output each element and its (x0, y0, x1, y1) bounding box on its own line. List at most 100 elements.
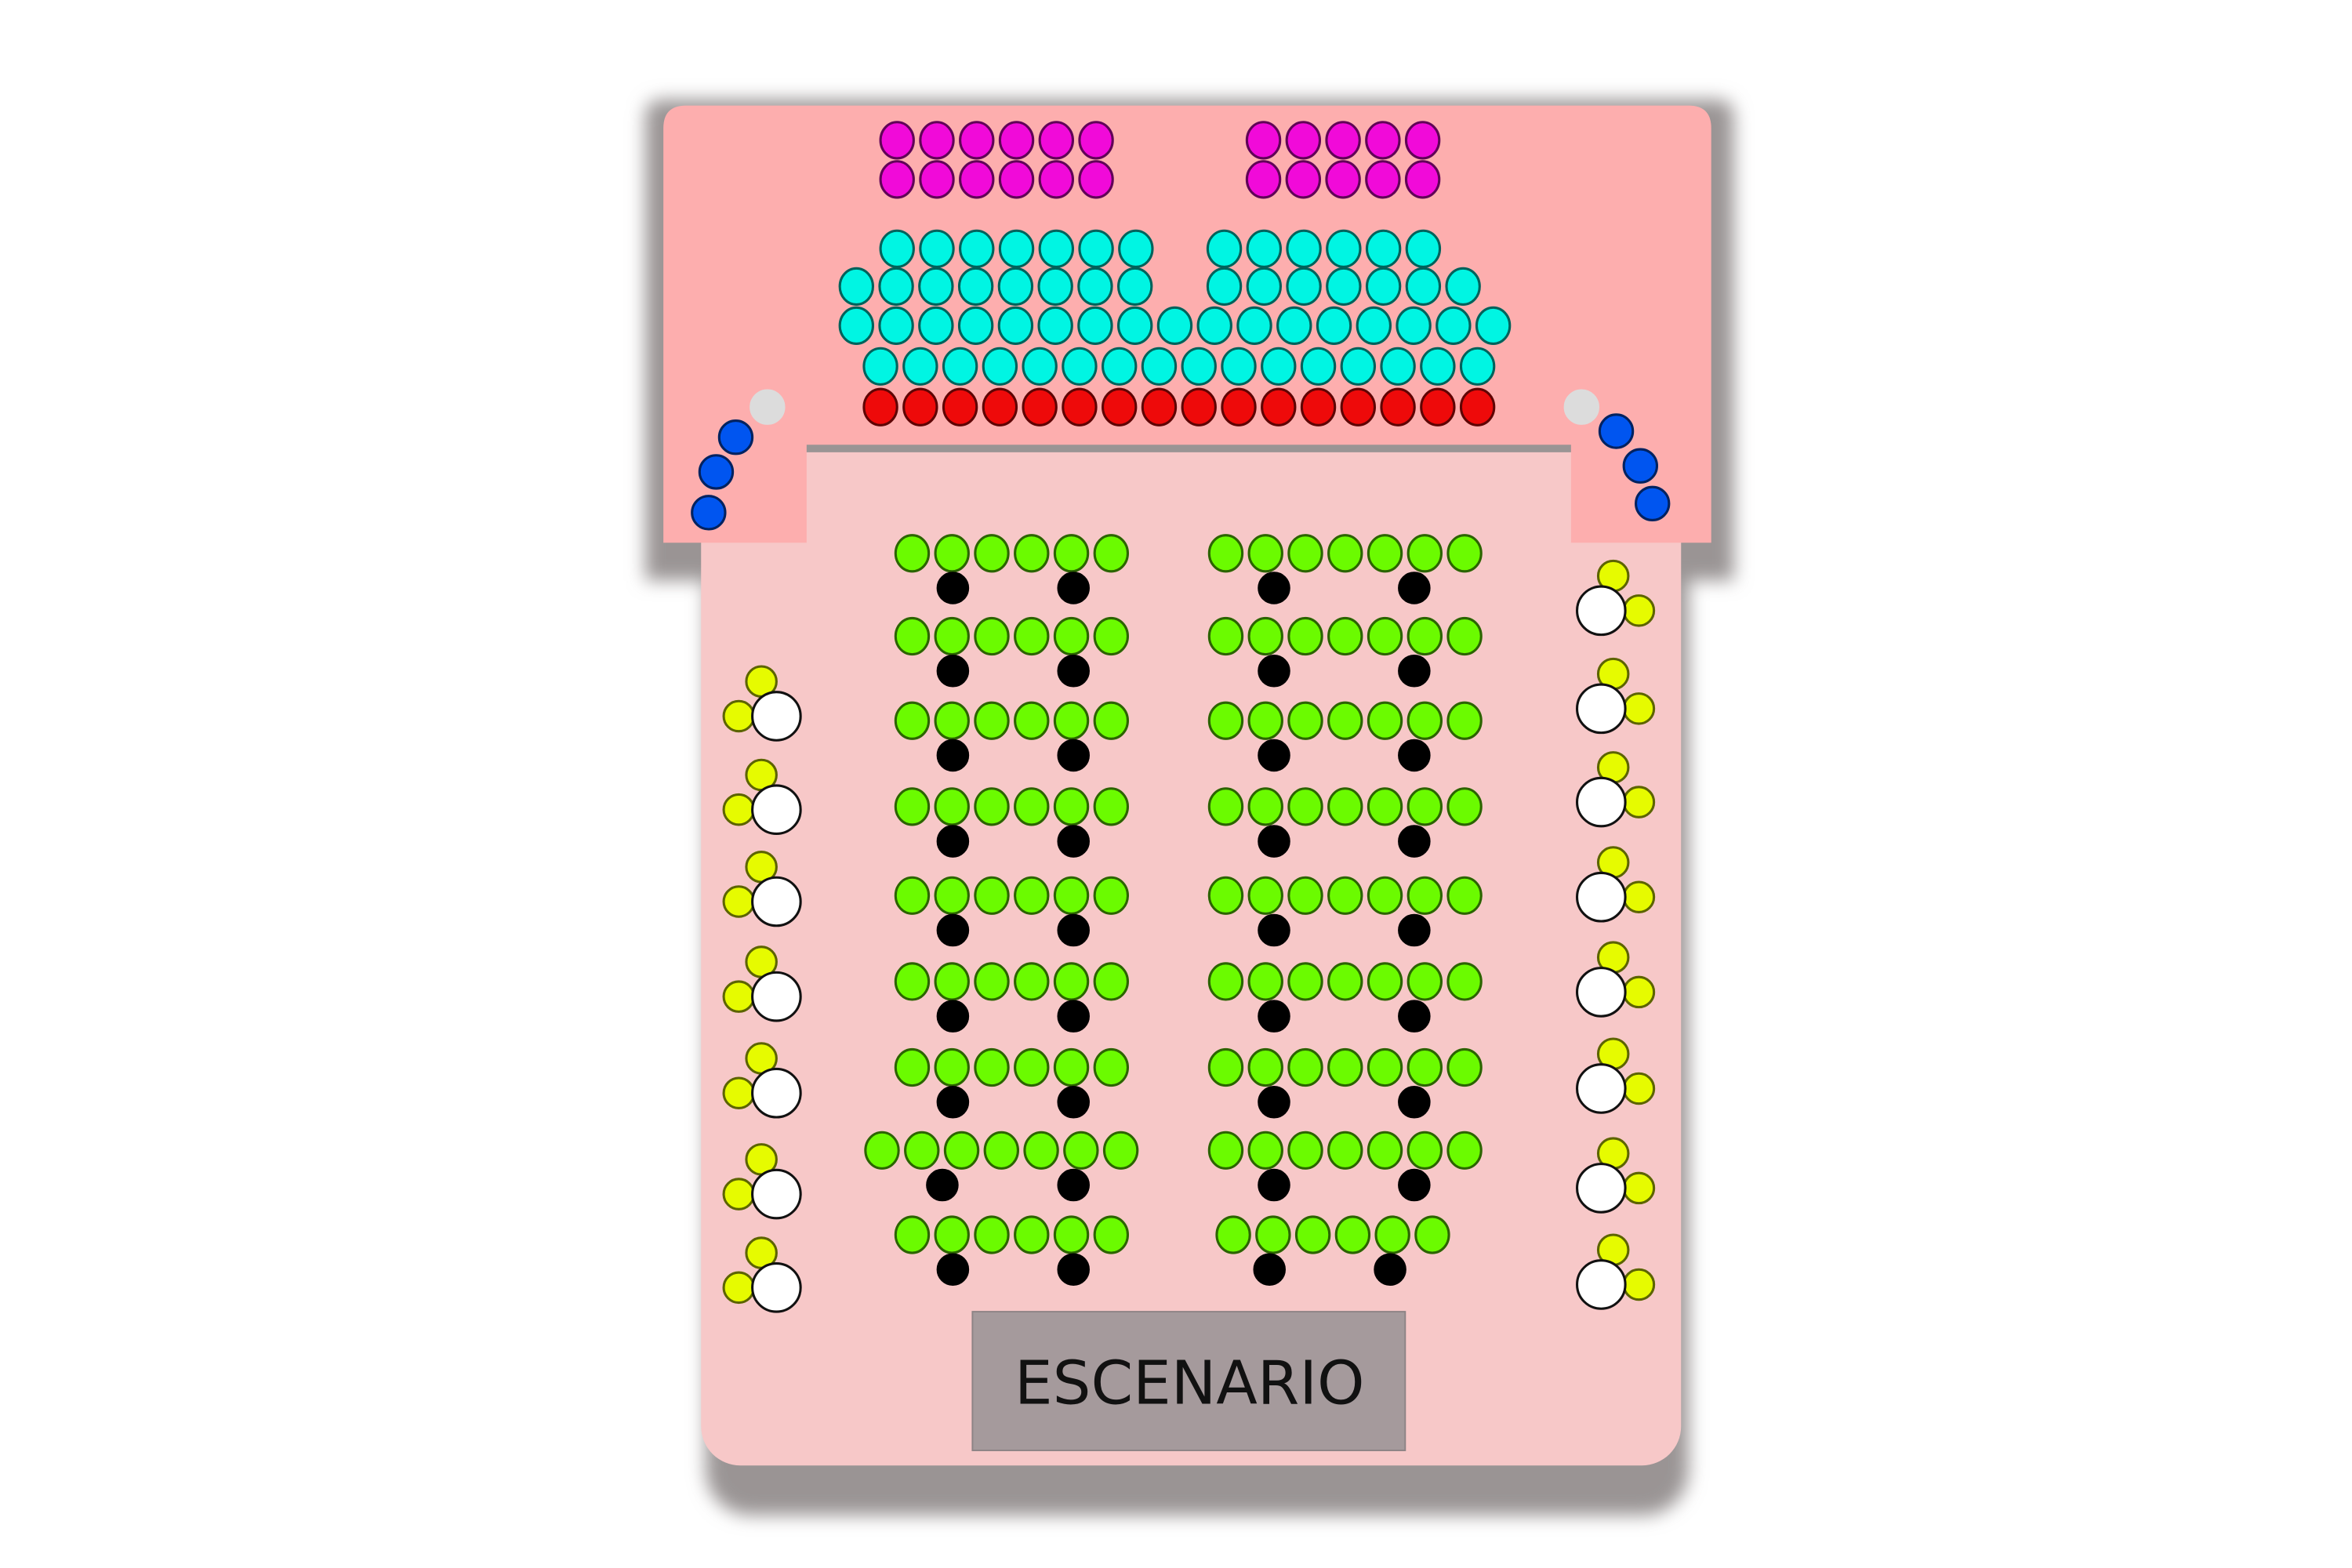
side-table[interactable] (1576, 1063, 1627, 1114)
side-table[interactable] (1576, 1163, 1627, 1214)
vip-seat[interactable] (1038, 121, 1074, 160)
stalls-seat[interactable] (1207, 1131, 1244, 1170)
balcony-seat[interactable] (1436, 306, 1472, 346)
stalls-seat[interactable] (974, 701, 1010, 740)
stalls-seat[interactable] (1255, 1215, 1291, 1254)
stalls-seat[interactable] (1367, 616, 1403, 656)
stalls-seat[interactable] (974, 787, 1010, 826)
balcony-seat[interactable] (878, 267, 914, 307)
extra-seat[interactable] (936, 739, 970, 772)
balcony-seat[interactable] (1116, 267, 1153, 307)
extra-seat[interactable] (936, 1086, 970, 1119)
stalls-seat[interactable] (1327, 616, 1363, 656)
extra-seat[interactable] (1057, 739, 1090, 772)
stalls-seat[interactable] (1367, 962, 1403, 1001)
stalls-seat[interactable] (1327, 701, 1363, 740)
box-seat[interactable] (1622, 448, 1658, 484)
balcony-seat[interactable] (1246, 229, 1283, 268)
extra-seat[interactable] (1398, 572, 1431, 604)
stalls-seat[interactable] (1063, 1131, 1099, 1170)
stalls-seat[interactable] (983, 1131, 1020, 1170)
extra-seat[interactable] (1258, 825, 1290, 858)
stalls-seat[interactable] (904, 1131, 940, 1170)
stalls-seat[interactable] (1215, 1215, 1251, 1254)
vip-seat[interactable] (879, 121, 915, 160)
stalls-seat[interactable] (894, 962, 931, 1001)
side-seat[interactable] (1622, 975, 1656, 1009)
stalls-seat[interactable] (1093, 787, 1129, 826)
balcony-seat[interactable] (1077, 267, 1113, 307)
vip-seat[interactable] (998, 121, 1035, 160)
stalls-seat[interactable] (1327, 876, 1363, 915)
unavailable-seat[interactable] (1563, 389, 1599, 425)
side-seat[interactable] (1622, 786, 1656, 818)
stalls-seat[interactable] (1327, 534, 1363, 573)
stalls-seat[interactable] (1327, 962, 1363, 1001)
stalls-seat[interactable] (1406, 962, 1443, 1001)
stalls-seat[interactable] (894, 876, 931, 915)
side-seat[interactable] (722, 793, 756, 826)
stalls-seat[interactable] (1367, 701, 1403, 740)
stalls-seat[interactable] (1287, 1047, 1323, 1087)
balcony-seat[interactable] (1206, 229, 1243, 268)
side-table[interactable] (751, 876, 802, 927)
front-balcony-seat[interactable] (982, 387, 1018, 426)
side-table[interactable] (1576, 683, 1627, 735)
stalls-seat[interactable] (894, 616, 931, 656)
vip-seat[interactable] (1038, 160, 1074, 199)
extra-seat[interactable] (1258, 1168, 1290, 1202)
stalls-seat[interactable] (1247, 1131, 1283, 1170)
balcony-seat[interactable] (1459, 347, 1496, 386)
side-seat[interactable] (1622, 1072, 1656, 1105)
stalls-seat[interactable] (1367, 1131, 1403, 1170)
vip-seat[interactable] (1078, 121, 1114, 160)
vip-seat[interactable] (1404, 160, 1441, 199)
stalls-seat[interactable] (1406, 534, 1443, 573)
stalls-seat[interactable] (1207, 1047, 1244, 1087)
extra-seat[interactable] (1258, 913, 1290, 947)
extra-seat[interactable] (936, 825, 970, 858)
stalls-seat[interactable] (1334, 1215, 1371, 1254)
stalls-seat[interactable] (1053, 962, 1090, 1001)
extra-seat[interactable] (1057, 825, 1090, 858)
stalls-seat[interactable] (1014, 962, 1050, 1001)
balcony-seat[interactable] (919, 229, 955, 268)
balcony-seat[interactable] (1316, 306, 1352, 346)
stalls-seat[interactable] (1207, 534, 1244, 573)
balcony-seat[interactable] (902, 347, 938, 386)
side-table[interactable] (1576, 967, 1627, 1018)
stalls-seat[interactable] (1093, 1215, 1129, 1254)
balcony-seat[interactable] (879, 229, 915, 268)
stalls-seat[interactable] (1446, 787, 1483, 826)
side-table[interactable] (751, 971, 802, 1022)
extra-seat[interactable] (1398, 1086, 1431, 1119)
side-seat[interactable] (1622, 1268, 1656, 1301)
stalls-seat[interactable] (1014, 701, 1050, 740)
stalls-seat[interactable] (1093, 1047, 1129, 1087)
box-seat[interactable] (1635, 485, 1671, 522)
stalls-seat[interactable] (1207, 616, 1244, 656)
stalls-seat[interactable] (1406, 876, 1443, 915)
stalls-seat[interactable] (1287, 876, 1323, 915)
stalls-seat[interactable] (1247, 701, 1283, 740)
stalls-seat[interactable] (1287, 616, 1323, 656)
stalls-seat[interactable] (894, 787, 931, 826)
vip-seat[interactable] (1404, 121, 1441, 160)
balcony-seat[interactable] (838, 267, 874, 307)
stalls-seat[interactable] (934, 962, 970, 1001)
side-table[interactable] (751, 1168, 802, 1220)
balcony-seat[interactable] (1116, 306, 1153, 346)
side-table[interactable] (1576, 871, 1627, 923)
balcony-seat[interactable] (942, 347, 978, 386)
balcony-seat[interactable] (1475, 306, 1512, 346)
stalls-seat[interactable] (1294, 1215, 1331, 1254)
stalls-seat[interactable] (1287, 534, 1323, 573)
stalls-seat[interactable] (934, 534, 970, 573)
stalls-seat[interactable] (1053, 876, 1090, 915)
vip-seat[interactable] (1365, 160, 1401, 199)
extra-seat[interactable] (1398, 655, 1431, 688)
side-table[interactable] (1576, 1259, 1627, 1310)
front-balcony-seat[interactable] (1300, 387, 1337, 426)
balcony-seat[interactable] (1102, 347, 1138, 386)
balcony-seat[interactable] (957, 306, 994, 346)
